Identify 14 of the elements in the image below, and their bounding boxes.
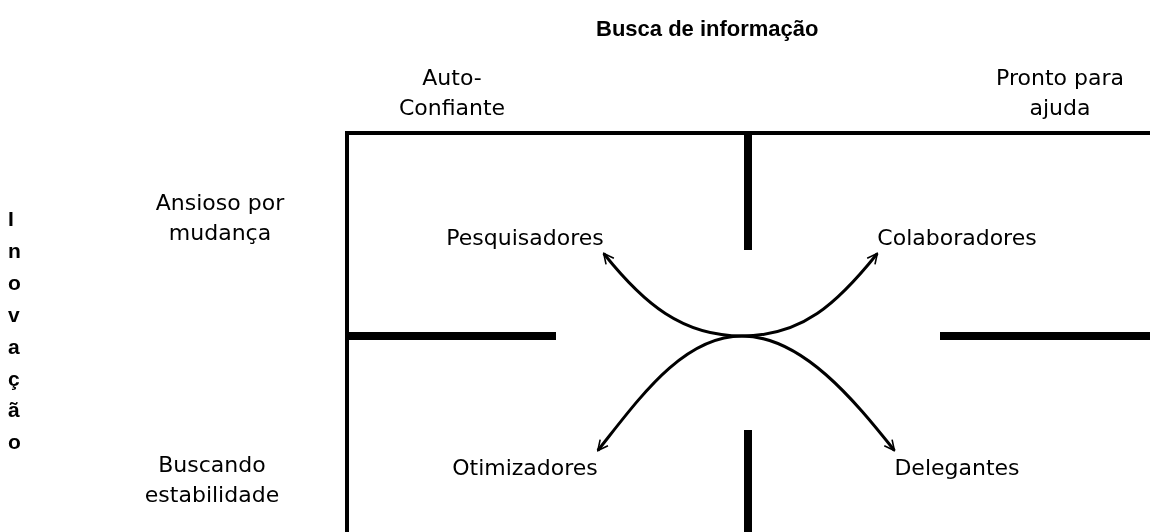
- axis-label: Auto- Confiante: [397, 64, 507, 122]
- quadrant-label: Otimizadores: [452, 454, 598, 480]
- curved-arrow: [741, 334, 896, 452]
- quadrant-label: Colaboradores: [877, 224, 1037, 250]
- quadrant-label: Pesquisadores: [446, 224, 604, 250]
- axis-label: Ansioso por mudança: [154, 189, 286, 247]
- quadrant-label: Delegantes: [894, 454, 1020, 480]
- axis-label: Buscando estabilidade: [143, 451, 281, 509]
- axis-title: Busca de informação: [596, 16, 819, 42]
- curved-arrow: [602, 252, 743, 338]
- axis-title: Inovação: [8, 206, 22, 456]
- curved-arrow: [596, 334, 743, 452]
- curved-arrow: [741, 252, 879, 338]
- axis-label: Pronto para ajuda: [995, 64, 1125, 122]
